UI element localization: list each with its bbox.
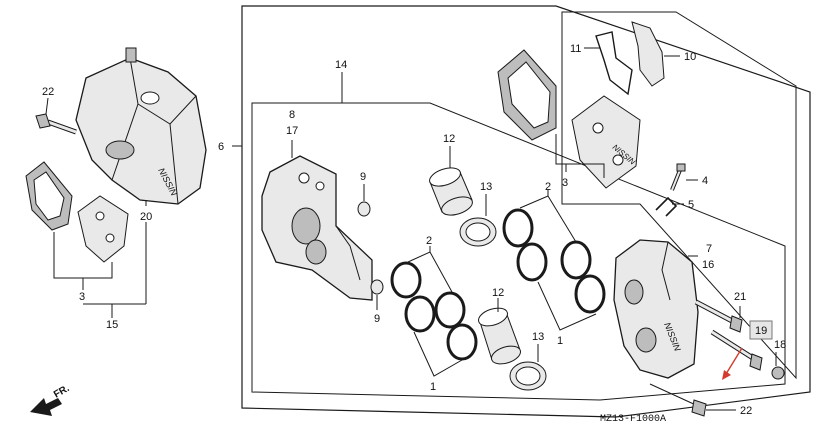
- callout-17[interactable]: 17: [286, 125, 298, 137]
- callout-18[interactable]: 18: [774, 339, 786, 351]
- brake-pad-top-1: [497, 49, 557, 141]
- callout-21[interactable]: 21: [734, 291, 746, 303]
- caliper-body-8: [261, 155, 373, 301]
- outer-assembly-outline: [241, 5, 811, 418]
- callout-9-lower[interactable]: 9: [374, 313, 380, 325]
- bolt-22-left: [35, 97, 77, 135]
- pad-pin-4: [670, 163, 686, 191]
- callout-11[interactable]: 11: [570, 43, 581, 55]
- pin-clip-5: [655, 196, 678, 217]
- callout-7[interactable]: 7: [706, 243, 712, 255]
- pad-set-box: [561, 11, 797, 380]
- callout-13-lower[interactable]: 13: [532, 331, 544, 343]
- callout-20[interactable]: 20: [140, 211, 152, 223]
- piston-12-lower: [478, 307, 521, 365]
- front-direction-label: FR.: [52, 383, 72, 401]
- callout-3-left[interactable]: 3: [79, 291, 85, 303]
- callout-2-upper[interactable]: 2: [545, 181, 551, 193]
- callout-15[interactable]: 15: [106, 319, 118, 331]
- callout-19-highlight[interactable]: [749, 320, 773, 340]
- caliper-body-7: NISSIN: [613, 239, 699, 379]
- bolt-21: [694, 299, 743, 333]
- callout-numbers: 22 20 3 15 6 14 8 17 9 9 12 13 2 2 1 1 1…: [42, 43, 786, 417]
- callout-14[interactable]: 14: [335, 59, 347, 71]
- callout-16[interactable]: 16: [702, 259, 714, 271]
- front-direction-arrow: [30, 398, 62, 416]
- callout-2-lower[interactable]: 2: [426, 235, 432, 247]
- boot-9-upper: [357, 201, 371, 217]
- callout-3-top[interactable]: 3: [562, 177, 568, 189]
- callout-22-left[interactable]: 22: [42, 86, 54, 98]
- pad-spring-10: [631, 21, 665, 87]
- callout-19[interactable]: 19: [755, 325, 767, 337]
- bolt-22-right: [649, 383, 736, 417]
- callout-13-upper[interactable]: 13: [480, 181, 492, 193]
- pad-retainer-11: [595, 31, 633, 96]
- seals-2-upper-right: [502, 208, 606, 314]
- callout-9-upper[interactable]: 9: [360, 171, 366, 183]
- callout-22-right[interactable]: 22: [740, 405, 752, 417]
- piston-13-lower: [509, 361, 547, 391]
- caliper-assembly-left: NISSIN: [75, 47, 207, 205]
- callout-10[interactable]: 10: [684, 51, 696, 63]
- callout-8[interactable]: 8: [289, 109, 295, 121]
- boot-9-lower: [370, 279, 384, 295]
- seals-2-lower-left: [390, 261, 478, 361]
- callout-4[interactable]: 4: [702, 175, 708, 187]
- callout-12-upper[interactable]: 12: [443, 133, 455, 145]
- brake-pad-left-2: [77, 195, 129, 263]
- brake-pad-top-2: NISSIN: [571, 95, 641, 189]
- plug-18: [771, 366, 785, 380]
- red-pointer-arrow: [722, 347, 743, 380]
- callout-1-right[interactable]: 1: [557, 335, 563, 347]
- inner-assembly-outline-14: [251, 102, 786, 401]
- callout-5[interactable]: 5: [688, 199, 694, 211]
- piston-13-upper: [459, 217, 497, 247]
- brake-pad-left-1: [25, 161, 73, 231]
- pin-19: [710, 329, 763, 371]
- diagram-code: MZ13-F1000A: [600, 414, 666, 424]
- callout-1-left[interactable]: 1: [430, 381, 436, 393]
- callout-6[interactable]: 6: [218, 141, 224, 153]
- callout-12-lower[interactable]: 12: [492, 287, 504, 299]
- piston-12-upper: [429, 167, 473, 216]
